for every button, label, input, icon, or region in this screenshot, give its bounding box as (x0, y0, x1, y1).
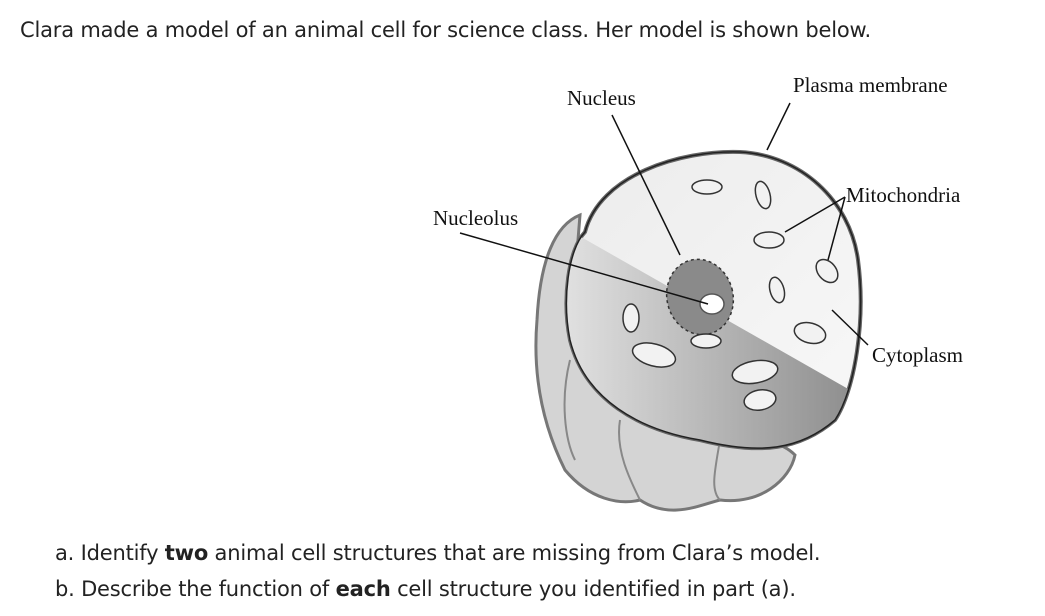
question-intro: Clara made a model of an animal cell for… (20, 18, 872, 42)
question-b-text: b. Describe the function of (55, 577, 336, 601)
label-nucleus: Nucleus (567, 86, 636, 110)
question-b: b. Describe the function of each cell st… (55, 577, 796, 601)
label-mitochondria: Mitochondria (846, 183, 961, 207)
question-b-text-end: cell structure you identified in part (a… (390, 577, 796, 601)
question-a-emphasis: two (164, 541, 209, 565)
label-plasma-membrane: Plasma membrane (793, 73, 948, 97)
question-a: a. Identify two animal cell structures t… (55, 541, 821, 565)
question-a-text-end: animal cell structures that are missing … (208, 541, 821, 565)
label-cytoplasm: Cytoplasm (872, 343, 963, 367)
mitochondria-shapes (622, 179, 839, 411)
label-nucleolus: Nucleolus (433, 206, 518, 230)
nucleolus-shape (699, 293, 725, 315)
question-a-text: a. Identify (55, 541, 165, 565)
question-b-emphasis: each (335, 577, 391, 601)
